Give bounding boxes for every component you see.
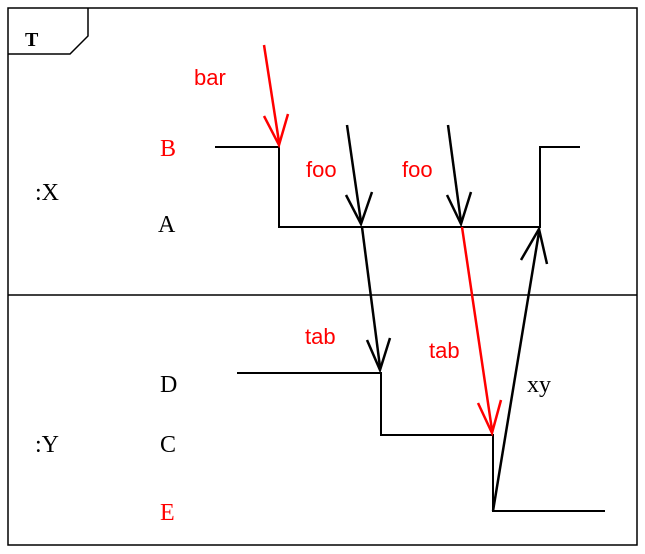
message-xy bbox=[491, 225, 549, 512]
message-label-tab-2: tab bbox=[429, 338, 460, 363]
message-tab-2 bbox=[460, 226, 503, 437]
state-label-d: D bbox=[160, 372, 177, 398]
message-label-tab-1: tab bbox=[305, 324, 336, 349]
state-label-b: B bbox=[160, 136, 176, 162]
state-label-a: A bbox=[158, 212, 176, 238]
message-bar bbox=[262, 44, 290, 149]
diagram-frame bbox=[7, 7, 638, 546]
message-label-xy: xy bbox=[527, 372, 551, 398]
timeline-x bbox=[215, 146, 580, 228]
state-label-e: E bbox=[160, 500, 175, 526]
message-label-bar: bar bbox=[194, 65, 226, 90]
lifeline-y-label: :Y bbox=[35, 432, 59, 458]
frame-tag-shape bbox=[8, 8, 89, 55]
message-foo-2 bbox=[445, 124, 473, 228]
message-label-foo-2: foo bbox=[402, 157, 433, 182]
message-foo-1 bbox=[344, 124, 374, 228]
lifeline-x-label: :X bbox=[35, 180, 59, 206]
state-label-c: C bbox=[160, 432, 176, 458]
message-tab-1 bbox=[360, 226, 392, 374]
frame-tag: T bbox=[25, 29, 39, 51]
message-label-foo-1: foo bbox=[306, 157, 337, 182]
timeline-y bbox=[237, 372, 605, 512]
